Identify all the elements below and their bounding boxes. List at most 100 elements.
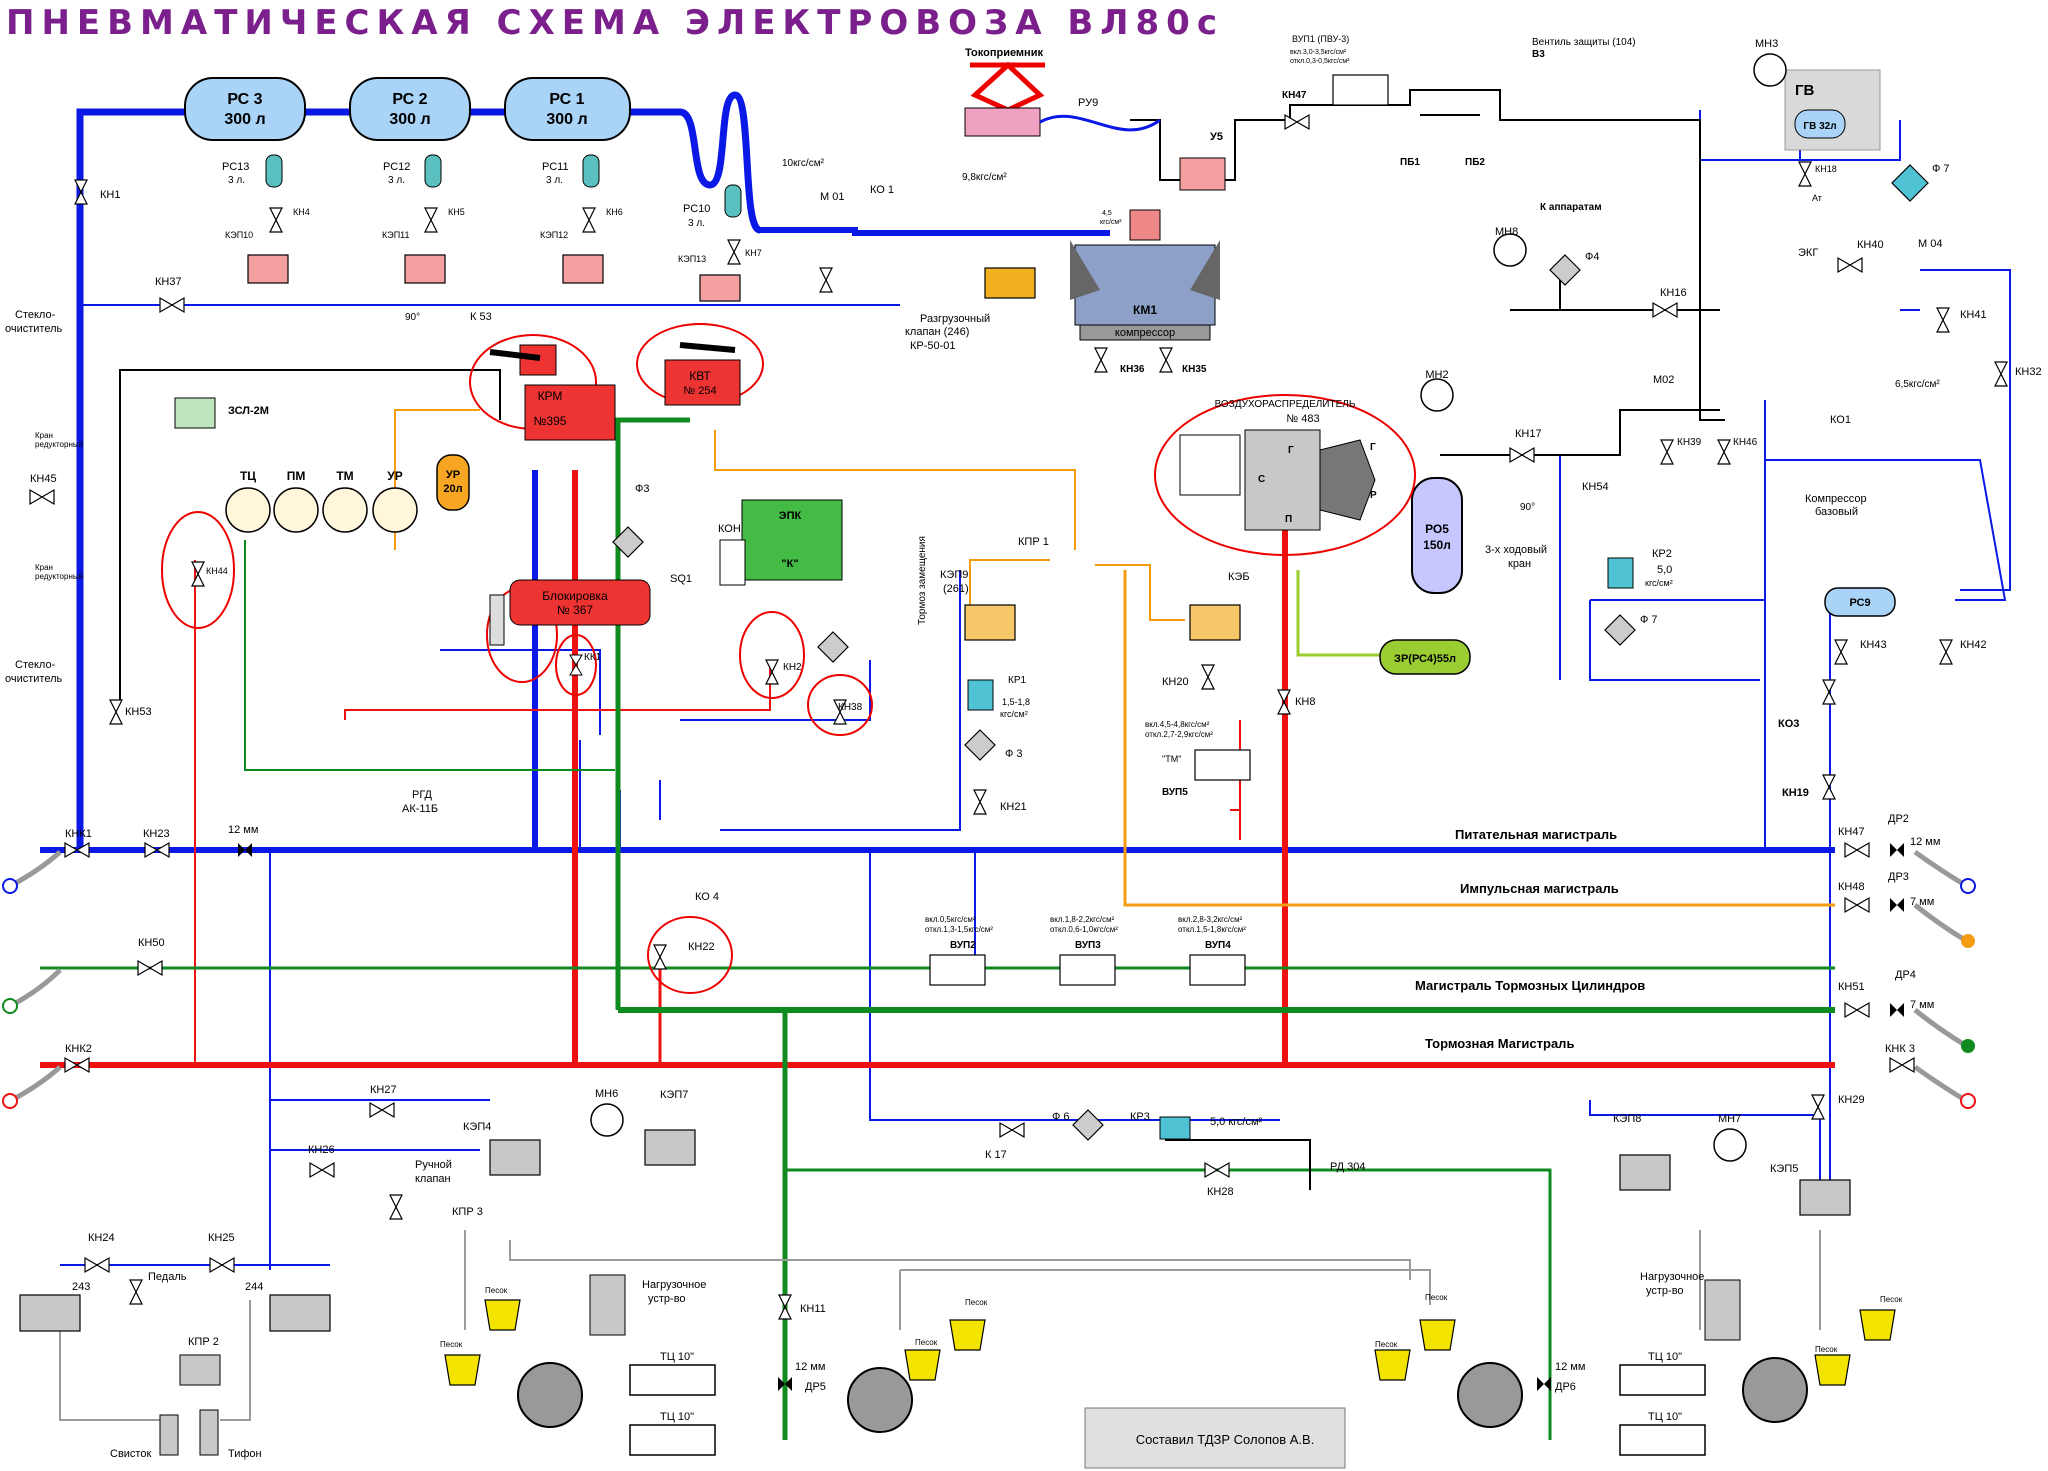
svg-text:КПР 2: КПР 2 bbox=[188, 1336, 219, 1348]
ur-reservoir: УР 20л bbox=[436, 454, 470, 511]
svg-text:ЗР(РС4)55л: ЗР(РС4)55л bbox=[1394, 653, 1456, 665]
svg-text:ВУП1 (ПВУ-3): ВУП1 (ПВУ-3) bbox=[1292, 34, 1349, 44]
sand-boxes bbox=[444, 1299, 1896, 1386]
throttles bbox=[238, 843, 1904, 1391]
svg-text:КМ1: КМ1 bbox=[1133, 303, 1157, 317]
svg-text:Песок: Песок bbox=[1815, 1345, 1838, 1354]
impulse-pipes bbox=[394, 409, 1835, 907]
rc9-reservoir: РС9 bbox=[1824, 587, 1896, 617]
compressor-km1: КМ1 компрессор bbox=[1070, 209, 1220, 341]
svg-text:Песок: Песок bbox=[915, 1338, 938, 1347]
svg-text:МН3: МН3 bbox=[1755, 38, 1778, 50]
svg-text:Тормозная Магистраль: Тормозная Магистраль bbox=[1425, 1036, 1574, 1051]
svg-text:3 л.: 3 л. bbox=[228, 175, 245, 186]
svg-text:ТЦ: ТЦ bbox=[240, 469, 256, 483]
svg-text:КН35: КН35 bbox=[1182, 364, 1207, 375]
svg-text:вкл.1,8-2,2кгс/см²: вкл.1,8-2,2кгс/см² bbox=[1050, 915, 1115, 924]
svg-text:кран: кран bbox=[1508, 558, 1531, 570]
svg-text:РС 1: РС 1 bbox=[549, 91, 584, 108]
svg-text:КН8: КН8 bbox=[1295, 696, 1315, 708]
svg-text:К 17: К 17 bbox=[985, 1149, 1007, 1161]
svg-text:МН7: МН7 bbox=[1718, 1113, 1741, 1125]
svg-text:Ф 6: Ф 6 bbox=[1052, 1111, 1070, 1123]
svg-text:5,0: 5,0 bbox=[1657, 564, 1672, 576]
svg-text:КН7: КН7 bbox=[745, 248, 762, 258]
svg-text:КЭП8: КЭП8 bbox=[1613, 1113, 1641, 1125]
svg-text:КН29: КН29 bbox=[1838, 1094, 1865, 1106]
svg-text:КН4: КН4 bbox=[293, 207, 310, 217]
svg-text:КН36: КН36 bbox=[1120, 364, 1145, 375]
svg-text:Тормоз замещения: Тормоз замещения bbox=[917, 536, 928, 625]
svg-text:Блокировка: Блокировка bbox=[542, 589, 608, 603]
svg-text:ТЦ 10": ТЦ 10" bbox=[660, 1351, 694, 1363]
svg-text:90°: 90° bbox=[1520, 502, 1535, 513]
svg-text:Нагрузочное: Нагрузочное bbox=[642, 1279, 706, 1291]
svg-text:Песок: Песок bbox=[1880, 1295, 1903, 1304]
svg-text:Ручной: Ручной bbox=[415, 1159, 452, 1171]
svg-text:П: П bbox=[1285, 514, 1292, 525]
svg-text:МН2: МН2 bbox=[1425, 369, 1448, 381]
misc-pipes bbox=[119, 89, 1725, 1190]
svg-text:КН54: КН54 bbox=[1582, 481, 1609, 493]
svg-text:3-х ходовый: 3-х ходовый bbox=[1485, 544, 1547, 556]
svg-text:КН21: КН21 bbox=[1000, 801, 1027, 813]
svg-text:вкл.2,8-3,2кгс/см²: вкл.2,8-3,2кгс/см² bbox=[1178, 915, 1243, 924]
svg-text:УР: УР bbox=[387, 469, 402, 483]
svg-text:Г: Г bbox=[1370, 442, 1376, 453]
svg-text:РС11: РС11 bbox=[542, 161, 569, 173]
svg-text:К 53: К 53 bbox=[470, 311, 492, 323]
svg-text:М 01: М 01 bbox=[820, 191, 844, 203]
svg-text:10кгс/см²: 10кгс/см² bbox=[782, 158, 825, 169]
svg-text:КПР 3: КПР 3 bbox=[452, 1206, 483, 1218]
brake-cylinders bbox=[629, 1364, 1706, 1456]
kvt-254: КВТ № 254 bbox=[636, 323, 764, 406]
svg-text:Питательная магистраль: Питательная магистраль bbox=[1455, 827, 1617, 842]
valves bbox=[29, 113, 2008, 1320]
svg-text:КН46: КН46 bbox=[1733, 437, 1758, 448]
svg-text:вкл.0,5кгс/см²: вкл.0,5кгс/см² bbox=[925, 915, 976, 924]
svg-text:3 л.: 3 л. bbox=[546, 175, 563, 186]
svg-text:ЗСЛ-2М: ЗСЛ-2М bbox=[228, 405, 269, 417]
svg-text:К аппаратам: К аппаратам bbox=[1540, 202, 1602, 213]
gauges bbox=[225, 53, 1787, 1162]
end-caps bbox=[2, 878, 1976, 1109]
svg-text:3 л.: 3 л. bbox=[388, 175, 405, 186]
svg-text:КН45: КН45 bbox=[30, 473, 57, 485]
svg-text:КР3: КР3 bbox=[1130, 1111, 1150, 1123]
svg-text:РС13: РС13 bbox=[222, 161, 249, 173]
wheels bbox=[517, 1357, 1808, 1433]
svg-text:КН2: КН2 bbox=[783, 662, 802, 673]
svg-text:КНК2: КНК2 bbox=[65, 1043, 92, 1055]
svg-text:У5: У5 bbox=[1210, 131, 1223, 143]
svg-text:КР-50-01: КР-50-01 bbox=[910, 340, 956, 352]
svg-text:кгс/см²: кгс/см² bbox=[1645, 578, 1673, 588]
svg-text:244: 244 bbox=[245, 1281, 263, 1293]
svg-text:ЭКГ: ЭКГ bbox=[1798, 247, 1818, 259]
svg-text:КН19: КН19 bbox=[1782, 787, 1809, 799]
author-note: Составил ТДЗР Солопов А.В. bbox=[1136, 1432, 1315, 1447]
diagram-title: ПНЕВМАТИЧЕСКАЯ СХЕМА ЭЛЕКТРОВОЗА ВЛ80с bbox=[6, 3, 1224, 43]
horns bbox=[159, 1354, 221, 1456]
svg-text:Ф 7: Ф 7 bbox=[1932, 163, 1950, 175]
svg-text:КН11: КН11 bbox=[800, 1303, 826, 1315]
svg-text:90°: 90° bbox=[405, 312, 420, 323]
svg-text:ДР4: ДР4 bbox=[1895, 969, 1916, 981]
svg-text:КО 4: КО 4 bbox=[695, 891, 719, 903]
grey-pipes bbox=[59, 1230, 1821, 1421]
rc2-reservoir: РС 2 300 л bbox=[349, 77, 471, 141]
svg-text:КЭП12: КЭП12 bbox=[540, 230, 568, 240]
svg-text:300 л: 300 л bbox=[546, 111, 587, 128]
svg-text:ТЦ 10": ТЦ 10" bbox=[1648, 1411, 1682, 1423]
svg-text:РС12: РС12 bbox=[383, 161, 410, 173]
svg-text:КН22: КН22 bbox=[688, 941, 715, 953]
svg-text:КЭП4: КЭП4 bbox=[463, 1121, 491, 1133]
svg-text:ДР3: ДР3 bbox=[1888, 871, 1909, 883]
rc3-reservoir: РС 3 300 л bbox=[184, 77, 306, 141]
svg-text:№ 367: № 367 bbox=[557, 603, 594, 617]
svg-text:Педаль: Педаль bbox=[148, 1271, 187, 1283]
svg-text:Нагрузочное: Нагрузочное bbox=[1640, 1271, 1704, 1283]
gv-block: ГВ ГВ 32л bbox=[1784, 69, 1881, 151]
svg-text:Песок: Песок bbox=[1375, 1340, 1398, 1349]
svg-text:Песок: Песок bbox=[1425, 1293, 1448, 1302]
